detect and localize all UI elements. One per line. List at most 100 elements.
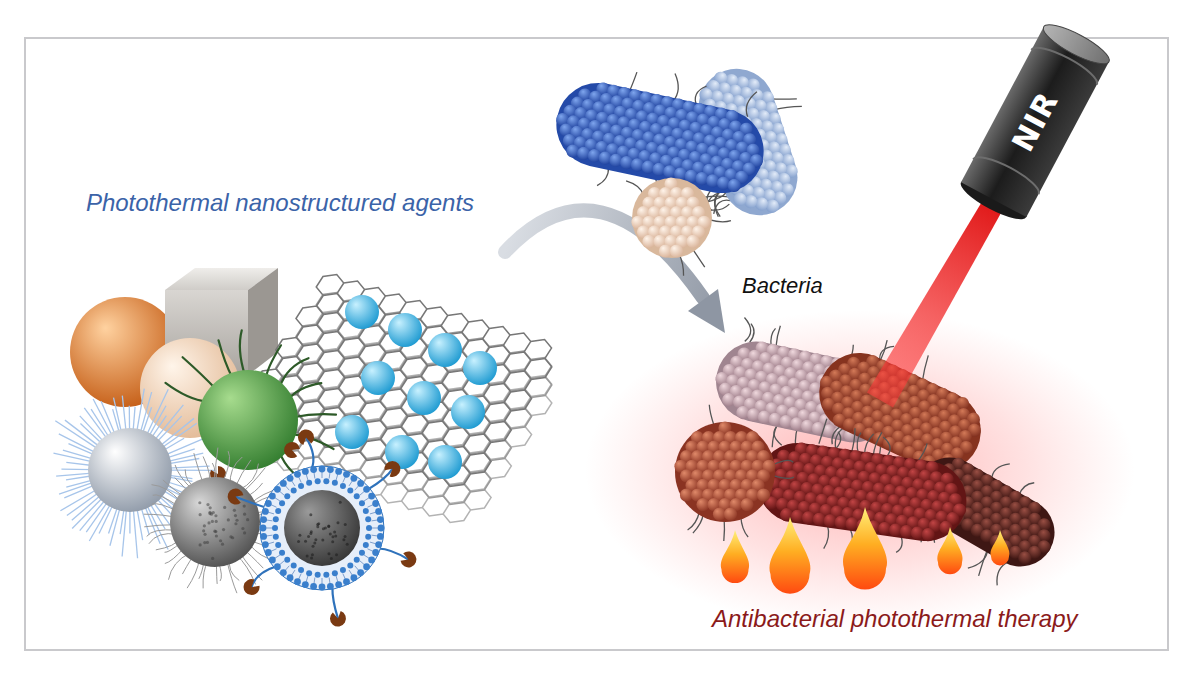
lipid-head xyxy=(260,525,267,532)
coccus-body xyxy=(675,422,775,522)
surface-bead xyxy=(757,488,770,501)
lipid-head xyxy=(274,563,281,570)
core-grain xyxy=(297,540,300,543)
core-grain xyxy=(346,543,349,546)
lipid-head xyxy=(269,493,276,500)
lipid-head xyxy=(260,516,267,523)
core-grain xyxy=(327,552,330,555)
lipid-head xyxy=(332,480,338,486)
lipid-head xyxy=(372,549,379,556)
pilus xyxy=(706,193,726,202)
decorating-nanoparticle xyxy=(428,445,462,479)
ligand-head xyxy=(382,458,404,480)
lipid-head xyxy=(272,525,278,531)
lipid-head xyxy=(306,570,312,576)
nanostar-spike xyxy=(61,469,92,471)
lipid-head xyxy=(363,563,370,570)
pilus xyxy=(709,220,731,222)
surface-bead xyxy=(732,191,749,208)
polymer-strand xyxy=(216,448,218,482)
core-grain xyxy=(309,513,312,516)
pilus xyxy=(712,190,724,217)
nanostar-spike xyxy=(66,480,93,487)
lipid-head xyxy=(298,567,304,573)
core-grain xyxy=(331,535,334,538)
ligand xyxy=(329,610,347,627)
polymer-strand xyxy=(183,357,216,389)
pore xyxy=(203,524,206,527)
decorating-nanoparticle xyxy=(388,313,422,347)
core-grain xyxy=(339,501,342,504)
polymer-strand xyxy=(240,330,245,375)
pore xyxy=(198,501,201,504)
lipid-head xyxy=(357,480,364,487)
lipid-head xyxy=(275,508,281,514)
pore xyxy=(234,514,237,517)
lipid-head xyxy=(354,493,360,499)
pore xyxy=(243,513,246,516)
lipid-head xyxy=(284,557,290,563)
pore xyxy=(233,509,236,512)
lipid-head xyxy=(265,500,272,507)
lipid-head xyxy=(291,487,297,493)
bacterium-rod xyxy=(667,51,830,232)
polymer-strand xyxy=(165,383,206,402)
polymer-strand xyxy=(219,340,233,378)
surface-bead xyxy=(670,244,683,257)
pore xyxy=(223,506,226,509)
rod-body xyxy=(903,445,1067,579)
pilus xyxy=(747,324,756,343)
nanostar-spike xyxy=(72,495,101,520)
coccus-body xyxy=(632,178,712,258)
lipid-head xyxy=(335,581,342,588)
lipid-head xyxy=(284,493,290,499)
nanostar-spike xyxy=(80,424,102,444)
pilus xyxy=(669,74,681,102)
lipid-head xyxy=(327,466,334,473)
ligand-head xyxy=(329,610,347,627)
polymer-coated-sphere xyxy=(198,370,298,470)
bacteria-label: Bacteria xyxy=(742,272,823,300)
decorating-nanoparticle xyxy=(361,361,395,395)
pore xyxy=(211,520,214,523)
core-grain xyxy=(310,530,313,533)
pore xyxy=(211,557,214,560)
decorating-nanoparticle xyxy=(451,395,485,429)
pore xyxy=(241,527,244,530)
pore xyxy=(208,512,211,515)
decorating-nanoparticle xyxy=(463,351,497,385)
ligand xyxy=(225,486,245,506)
lipid-head xyxy=(368,493,375,500)
lipid-head xyxy=(363,542,369,548)
decorating-nanoparticle xyxy=(428,333,462,367)
pilus xyxy=(711,199,733,214)
lipid-head xyxy=(340,483,346,489)
nanostar-spike xyxy=(101,401,115,435)
core-grain xyxy=(317,522,320,525)
lipid-head xyxy=(269,556,276,563)
laser-beam xyxy=(867,198,1004,408)
ligand xyxy=(240,577,262,599)
lipid-head xyxy=(354,557,360,563)
heat-flame xyxy=(770,517,811,594)
core-grain xyxy=(307,535,310,538)
heat-flame xyxy=(721,530,749,583)
lipid-head xyxy=(280,480,287,487)
graphene-sheet xyxy=(232,271,566,493)
agents-title: Photothermal nanostructured agents xyxy=(80,188,480,218)
core-grain xyxy=(331,540,334,543)
lipid-head xyxy=(365,534,371,540)
lipid-head xyxy=(262,541,269,548)
surface-bead xyxy=(740,498,753,511)
pilus xyxy=(708,204,729,210)
bacterium-rod xyxy=(543,51,777,225)
polymer-strand xyxy=(242,468,265,493)
pore xyxy=(214,530,217,533)
nanostar-spike xyxy=(66,476,92,480)
pore xyxy=(243,504,246,507)
ligand-head xyxy=(240,577,262,599)
nanostar-spike xyxy=(84,408,107,440)
lipid-head xyxy=(298,483,304,489)
lipid-head xyxy=(275,542,281,548)
surface-bead xyxy=(686,235,699,248)
